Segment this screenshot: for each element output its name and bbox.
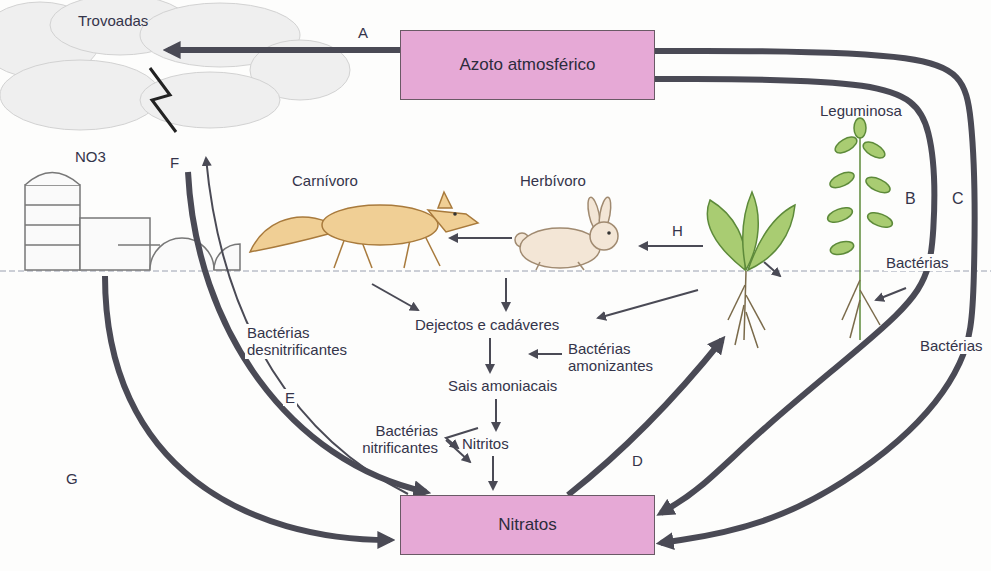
box-label: Nitratos <box>498 515 557 535</box>
arrow-salts-nitrites <box>495 399 497 430</box>
text-label: Dejectos e cadáveres <box>415 316 559 333</box>
callout-letter: F <box>170 154 179 171</box>
arrow-d <box>568 340 722 495</box>
clouds <box>0 0 350 130</box>
callout-letter: B <box>903 190 918 208</box>
arrow-herbivore-carnivore <box>450 237 512 239</box>
arrow-fox-waste <box>372 284 418 310</box>
fox <box>250 192 478 268</box>
arrow-a <box>168 47 400 53</box>
text-label: Sais amoniacais <box>448 377 557 394</box>
callout-letter: G <box>66 470 78 487</box>
text-label: Bactérias <box>918 337 985 354</box>
text-label: Bactérias <box>884 254 951 271</box>
arrow-rabbit-waste <box>505 278 507 310</box>
flow-connector <box>655 51 975 543</box>
arrow-h <box>640 245 703 247</box>
text-label: Trovoadas <box>78 12 148 29</box>
text-label: Nitritos <box>462 435 509 452</box>
callout-letter: E <box>283 389 297 406</box>
text-label: Bactérias amonizantes <box>568 340 693 375</box>
arrow-ammonifying <box>530 353 562 355</box>
arrow-g <box>105 276 390 540</box>
arrow-waste-salts <box>489 338 491 372</box>
arrow-bacteria-root <box>876 288 906 300</box>
text-label: Bactérias desnitrificantes <box>245 324 389 359</box>
text-label: Carnívoro <box>292 172 358 189</box>
text-label: Leguminosa <box>820 102 902 119</box>
lightning-bolt <box>150 68 176 132</box>
rabbit <box>515 196 618 270</box>
callout-letter: A <box>358 24 368 41</box>
text-label: Herbívoro <box>520 172 586 189</box>
callout-letter: C <box>950 190 966 208</box>
arrow-plant-root <box>764 262 780 276</box>
arrow-plant-waste <box>598 290 698 318</box>
text-label: NO3 <box>75 148 106 165</box>
box-label: Azoto atmosférico <box>459 55 595 75</box>
factory <box>25 173 240 271</box>
legume <box>826 118 895 340</box>
plant <box>707 192 795 348</box>
arrow-nitrites-nitrates <box>492 456 494 489</box>
callout-letter: D <box>630 452 645 469</box>
text-label: Bactérias nitrificantes <box>330 422 438 457</box>
callout-letter: H <box>672 222 683 239</box>
process-box: Azoto atmosférico <box>400 30 655 100</box>
flow-arrows <box>105 50 906 540</box>
process-box: Nitratos <box>400 495 655 555</box>
